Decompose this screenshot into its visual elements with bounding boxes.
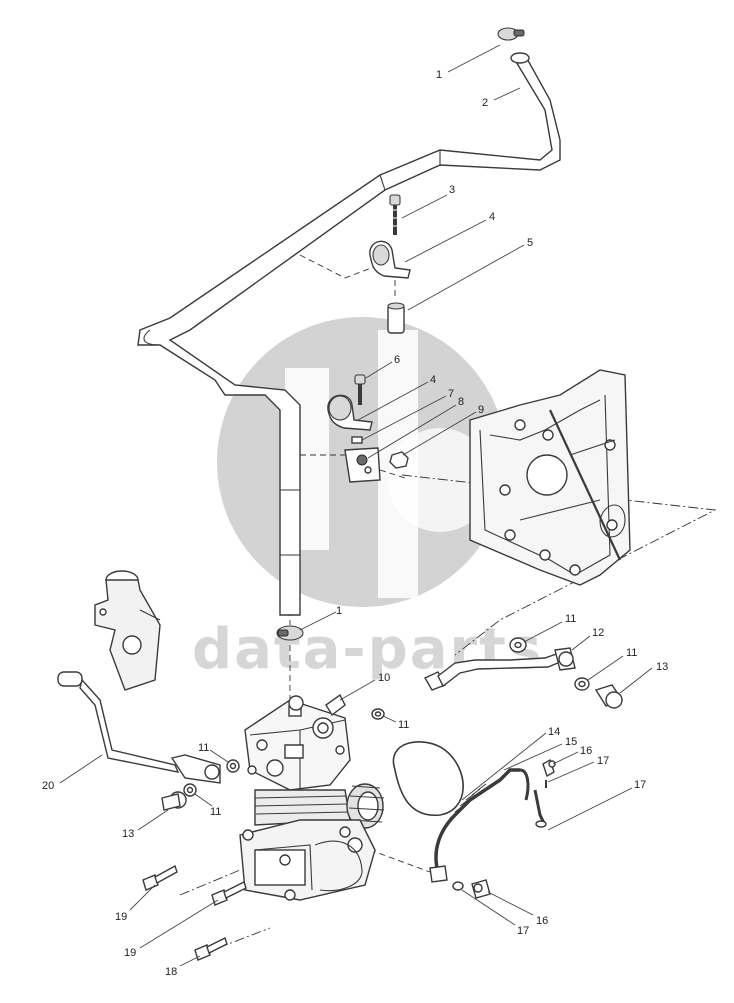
callout-c11a: 11 (565, 613, 576, 625)
washer-11e (183, 783, 197, 797)
washer-11b (574, 677, 590, 691)
callout-c4a: 4 (489, 211, 495, 223)
callout-c1b: 1 (336, 605, 342, 617)
callout-c19a: 19 (115, 911, 127, 923)
callout-c12: 12 (592, 627, 604, 639)
callout-c11e: 11 (210, 806, 221, 818)
pipe-clip-lower (327, 394, 373, 431)
callout-c17a: 17 (597, 755, 609, 767)
callout-labels: 1 2 3 4 5 6 4 7 8 9 1 11 12 11 13 10 11 … (42, 69, 668, 978)
watermark-text: data-parts (192, 617, 543, 682)
pipe-17b (533, 789, 547, 828)
washer-11c (371, 708, 385, 720)
callout-c14: 14 (548, 726, 560, 738)
callout-c8: 8 (458, 396, 464, 408)
fitting-16b (471, 879, 491, 899)
bolt-19b (211, 881, 247, 906)
nut-9 (389, 451, 409, 469)
oil-pipe-12 (424, 647, 576, 691)
washer-11d (226, 759, 240, 773)
air-compressor (239, 695, 385, 901)
fitting-16a (542, 758, 556, 778)
callout-c10: 10 (378, 672, 390, 684)
bolt-18 (194, 937, 228, 961)
callout-c5: 5 (527, 237, 533, 249)
hose-clamp-lower (276, 625, 304, 641)
callout-c2: 2 (482, 97, 488, 109)
callout-c3: 3 (449, 184, 455, 196)
callout-c20: 20 (42, 780, 54, 792)
engine-timing-cover (469, 369, 631, 586)
callout-c11b: 11 (626, 647, 637, 659)
o-ring-14 (392, 741, 464, 816)
callout-c1a: 1 (436, 69, 442, 81)
callout-c6: 6 (394, 354, 400, 366)
bolt-19a (142, 864, 178, 891)
callout-c11d: 11 (198, 742, 209, 754)
callout-c7: 7 (448, 388, 454, 400)
bolt-3 (389, 194, 401, 235)
callout-c13b: 13 (122, 828, 134, 840)
callout-c17b: 17 (634, 779, 646, 791)
pipe-clip-upper (369, 240, 411, 279)
pipe-end-top (510, 52, 530, 64)
linkage-rod-20 (57, 671, 221, 784)
callout-c18: 18 (165, 966, 177, 978)
callout-c19b: 19 (124, 947, 136, 959)
hose-clamp-top (497, 27, 525, 41)
callout-c13a: 13 (656, 661, 668, 673)
washer-11a (509, 637, 527, 653)
callout-c11c: 11 (398, 719, 409, 731)
callout-c15: 15 (565, 736, 577, 748)
spacer-sleeve (387, 302, 405, 334)
callout-c4b: 4 (430, 374, 436, 386)
oil-hose-15 (429, 768, 530, 883)
callout-c17c: 17 (517, 925, 529, 937)
leader-lines (59, 44, 653, 967)
bolt-6 (354, 374, 366, 405)
coolant-housing (94, 570, 161, 691)
seal-17c (452, 881, 464, 891)
callout-c9: 9 (478, 404, 484, 416)
banjo-bolt-13a (594, 684, 624, 709)
callout-c16a: 16 (580, 745, 592, 757)
callout-c16b: 16 (536, 915, 548, 927)
watermark-letter-b-bowl (388, 428, 492, 532)
pipe-assembly (137, 52, 561, 616)
banjo-bolt-13b (161, 791, 187, 811)
